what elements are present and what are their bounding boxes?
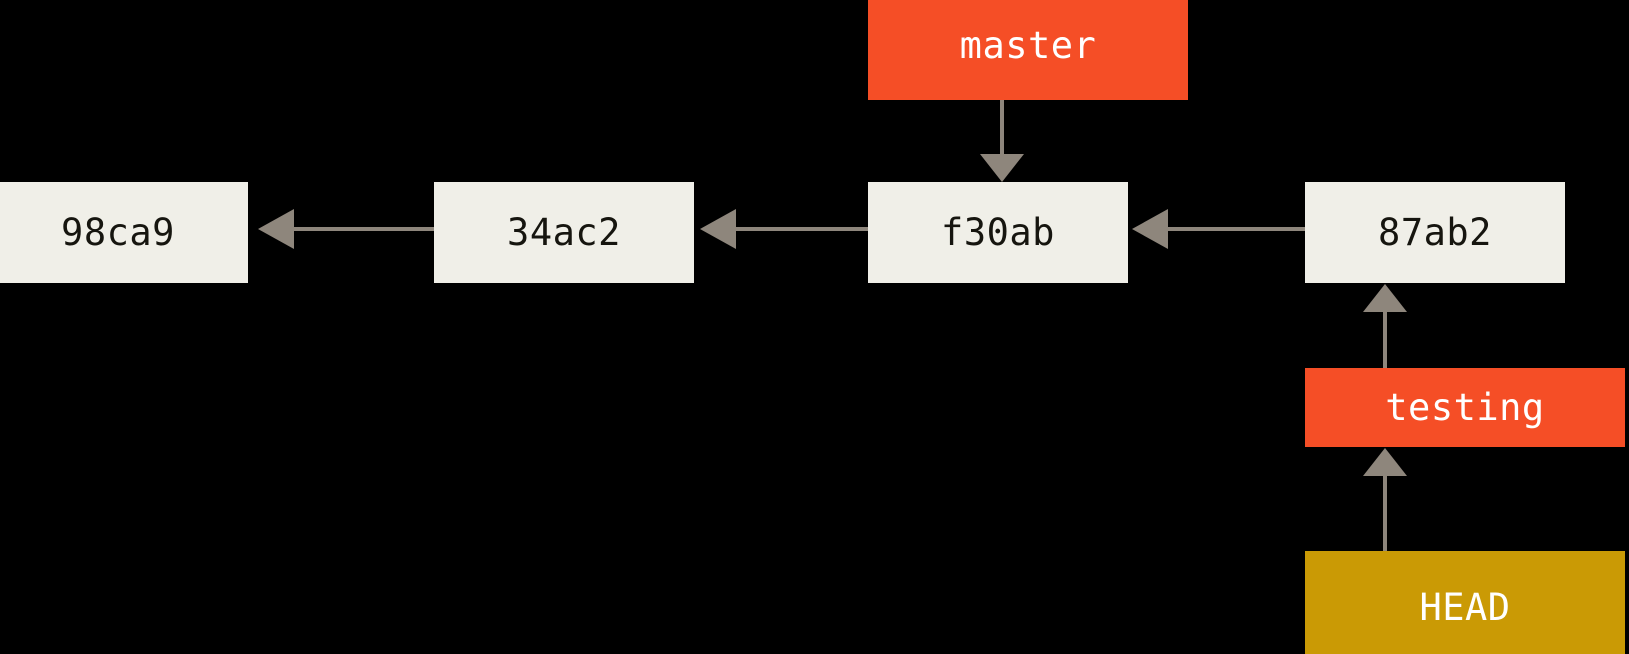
edge-87ab2-to-f30ab [1126,206,1308,252]
commit-label-f30ab: f30ab [941,211,1055,254]
commit-node-34ac2[interactable]: 34ac2 [434,182,694,283]
commit-node-98ca9[interactable]: 98ca9 [0,182,248,283]
branch-label-master[interactable]: master [868,0,1188,100]
edge-head-to-testing [1361,446,1409,553]
branch-label-master-text: master [959,23,1097,67]
commit-label-34ac2: 34ac2 [507,211,621,254]
branch-label-testing-text: testing [1385,386,1545,429]
head-pointer-text: HEAD [1419,586,1511,629]
commit-node-87ab2[interactable]: 87ab2 [1305,182,1565,283]
head-pointer[interactable]: HEAD [1305,551,1625,654]
branch-label-testing[interactable]: testing [1305,368,1625,447]
commit-label-87ab2: 87ab2 [1378,211,1492,254]
commit-label-98ca9: 98ca9 [61,211,175,254]
commit-node-f30ab[interactable]: f30ab [868,182,1128,283]
edge-f30ab-to-34ac2 [692,206,872,252]
edge-testing-to-87ab2 [1361,282,1409,370]
edge-34ac2-to-98ca9 [248,206,438,252]
edge-master-to-f30ab [978,98,1026,184]
